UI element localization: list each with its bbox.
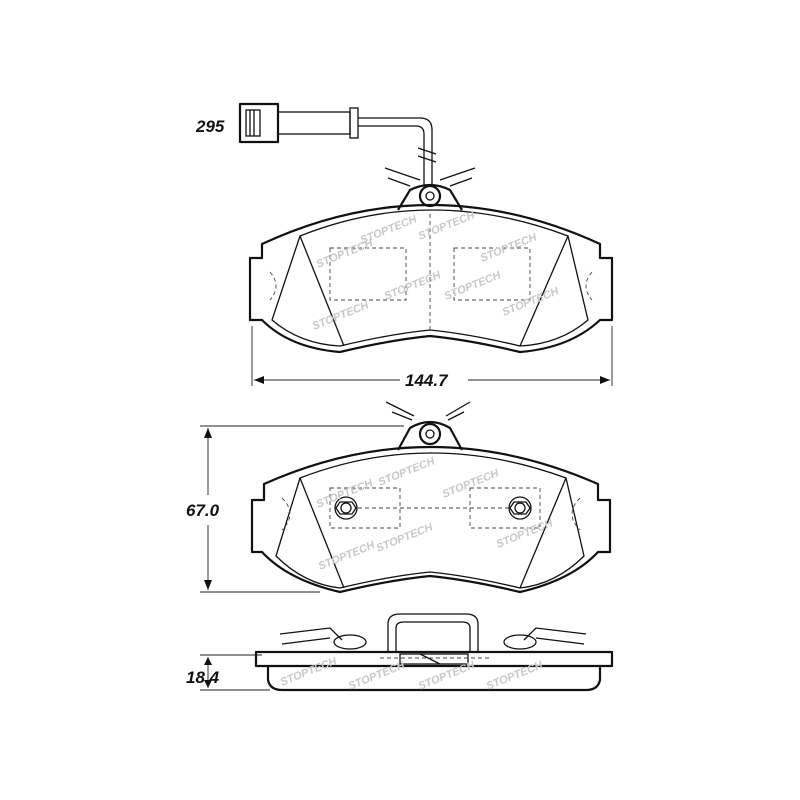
middle-pad-view: STOPTECH STOPTECH STOPTECH STOPTECH STOP… <box>250 401 612 594</box>
abutment-left <box>334 496 358 520</box>
top-pad-view: STOPTECH STOPTECH STOPTECH STOPTECH STOP… <box>238 102 614 354</box>
watermark-text: STOPTECH <box>311 299 372 333</box>
side-backing-plate <box>254 650 614 668</box>
side-friction-material <box>266 666 602 692</box>
watermark-text: STOPTECH <box>495 517 556 551</box>
top-backing-plate <box>248 204 614 354</box>
watermark-text: STOPTECH <box>383 269 444 303</box>
watermark-text: STOPTECH <box>485 659 546 693</box>
watermark-group-top: STOPTECH STOPTECH STOPTECH STOPTECH STOP… <box>311 209 562 333</box>
middle-backing-plate <box>250 446 612 594</box>
height-label: 67.0 <box>186 501 220 520</box>
watermark-text: STOPTECH <box>417 209 478 243</box>
watermark-text: STOPTECH <box>441 467 502 501</box>
watermark-text: STOPTECH <box>359 213 420 247</box>
side-profile-view: STOPTECH STOPTECH STOPTECH STOPTECH <box>254 613 614 693</box>
height-dimension: 67.0 <box>186 425 404 593</box>
watermark-text: STOPTECH <box>443 269 504 303</box>
watermark-text: STOPTECH <box>315 477 376 511</box>
thickness-dimension: 18.4 <box>186 654 270 691</box>
wear-sensor <box>238 102 437 186</box>
watermark-text: STOPTECH <box>347 659 408 693</box>
sensor-length-label: 295 <box>195 117 225 136</box>
width-label: 144.7 <box>405 371 449 390</box>
thickness-label: 18.4 <box>186 668 220 687</box>
watermark-text: STOPTECH <box>279 655 340 689</box>
watermark-group-side: STOPTECH STOPTECH STOPTECH STOPTECH <box>279 655 546 693</box>
watermark-text: STOPTECH <box>501 285 562 319</box>
watermark-text: STOPTECH <box>377 455 438 489</box>
abutment-right <box>508 496 532 520</box>
watermark-text: STOPTECH <box>375 521 436 555</box>
width-dimension: 144.7 <box>251 326 613 390</box>
